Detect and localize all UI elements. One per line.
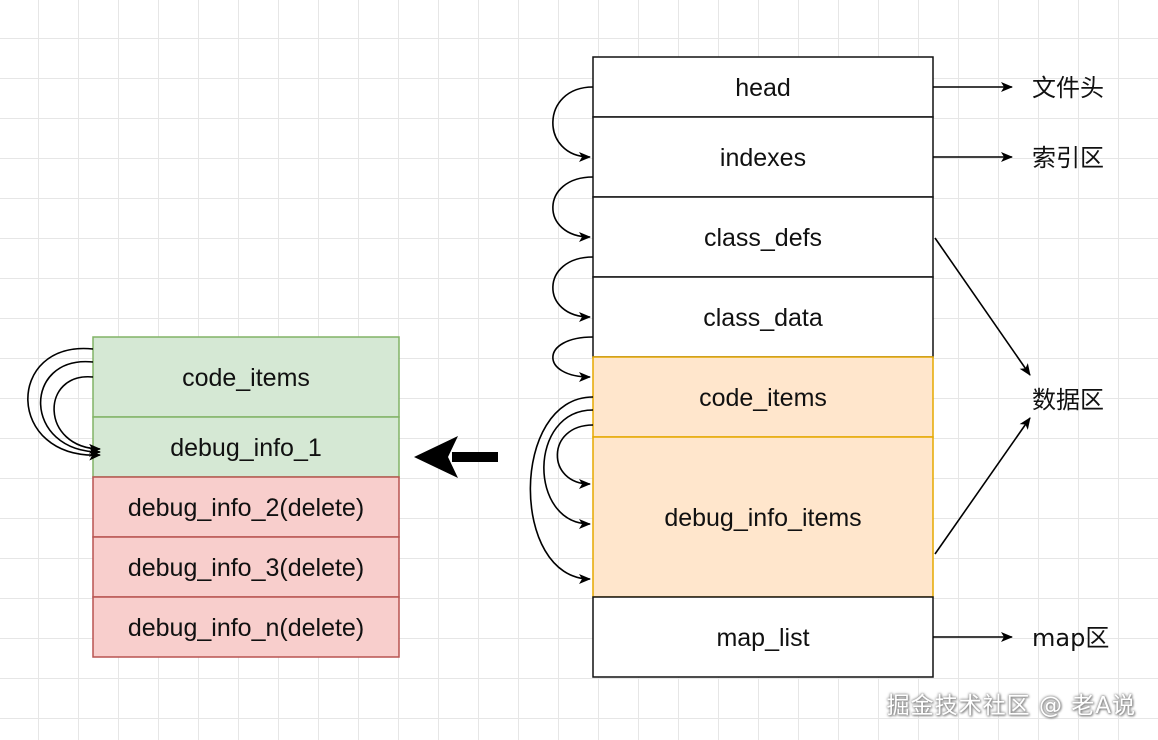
debug-info-items-arrow [934,417,1031,555]
left-curve-inner [53,376,101,454]
indexes-to-class-defs-curve [552,176,594,242]
debug-info-items-box [592,436,934,598]
left-curve-middle [39,361,101,457]
left-code-items-label: code_items [182,364,310,392]
data-area-label: 数据区 [1032,386,1104,414]
class-data-box [592,276,934,358]
map-list-label: map_list [716,624,809,652]
left-stack: code_items debug_info_1 debug_info_2(del… [92,336,400,658]
index-area-label: 索引区 [1032,144,1104,172]
right-stack: head indexes class_defs class_data code_… [592,56,934,678]
code-items-label: code_items [699,384,827,412]
indexes-box [592,116,934,198]
class-data-to-code-items-curve [552,336,594,382]
code-items-to-debug-curve-3 [556,424,594,489]
left-debug-info-2-label: debug_info_2(delete) [128,494,364,522]
indexes-label: indexes [720,144,806,172]
right-labels: 文件头 索引区 数据区 map区 [1032,74,1109,652]
class-defs-label: class_defs [704,224,822,252]
code-items-to-debug-curve-2 [543,409,594,529]
left-debug-info-n-label: debug_info_n(delete) [128,614,364,642]
map-area-label: map区 [1032,624,1109,652]
left-debug-info-1-label: debug_info_1 [170,434,322,462]
left-curve-outer [27,347,101,461]
left-debug-info-n-box [92,596,400,658]
map-list-box [592,596,934,678]
debug-info-items-label: debug_info_items [664,504,861,532]
transform-arrow [414,436,498,478]
right-label-arrows [933,82,1031,642]
left-debug-info-3-box [92,536,400,598]
head-label: head [735,74,791,102]
transform-arrow-head [414,436,458,478]
class-defs-box [592,196,934,278]
right-stack-link-arrows [529,86,594,584]
class-defs-to-class-data-curve [552,256,594,322]
head-to-indexes-curve [552,86,594,162]
class-defs-arrow [934,237,1031,376]
code-items-to-debug-curve-1 [529,396,594,584]
code-items-box [592,356,934,438]
file-header-label: 文件头 [1032,74,1104,102]
transform-arrow-shaft [452,452,498,462]
class-data-label: class_data [703,304,823,332]
watermark: 掘金技术社区 @ 老A说 [886,693,1136,719]
left-stack-link-arrows [27,347,101,461]
left-debug-info-3-label: debug_info_3(delete) [128,554,364,582]
left-debug-info-2-box [92,476,400,538]
head-box [592,56,934,118]
